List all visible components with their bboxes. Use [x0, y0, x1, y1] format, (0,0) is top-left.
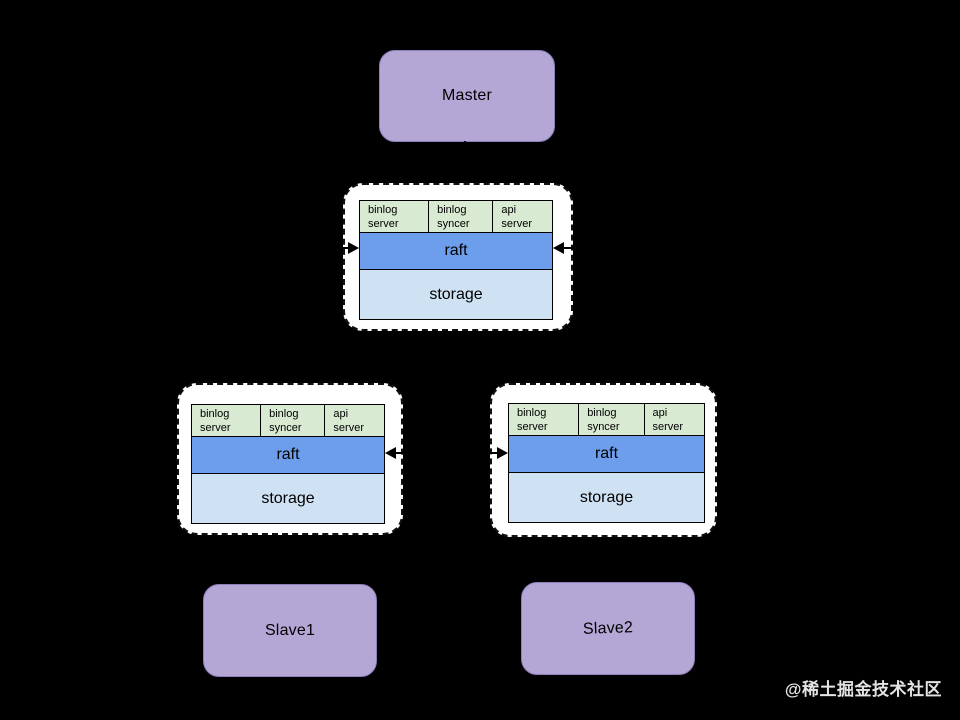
slave2-node-stack: binlog server binlog syncer api server r…: [508, 403, 705, 523]
master-node-stack: binlog server binlog syncer api server r…: [359, 200, 553, 320]
master-box: Master: [379, 50, 555, 142]
arrow-into-slave1-node-shaft: [396, 452, 412, 454]
slave1-box: Slave1: [203, 584, 377, 677]
arrow-left-icon: [385, 447, 396, 459]
arrow-into-master-node-right-shaft: [564, 247, 586, 249]
service-row: binlog server binlog syncer api server: [192, 405, 384, 437]
storage-row: storage: [360, 270, 552, 319]
slave1-node-stack: binlog server binlog syncer api server r…: [191, 404, 385, 524]
raft-row: raft: [509, 436, 704, 473]
storage-row: storage: [192, 474, 384, 523]
slave2-label: Slave2: [582, 618, 634, 638]
api-server-cell: api server: [501, 204, 532, 230]
raft-row: raft: [192, 437, 384, 474]
binlog-syncer-cell: binlog syncer: [429, 201, 494, 232]
storage-row: storage: [509, 473, 704, 522]
binlog-syncer-cell: binlog syncer: [261, 405, 326, 436]
raft-row: raft: [360, 233, 552, 270]
binlog-server-cell: binlog server: [360, 201, 430, 232]
service-row: binlog server binlog syncer api server: [509, 404, 704, 436]
slave1-label: Slave1: [264, 621, 316, 639]
binlog-server-cell: binlog server: [192, 405, 262, 436]
arrow-left-icon: [553, 242, 564, 254]
service-row: binlog server binlog syncer api server: [360, 201, 552, 233]
slave2-box: Slave2: [521, 582, 695, 675]
api-server-cell: api server: [333, 408, 364, 434]
arrow-right-icon: [497, 447, 508, 459]
arrow-master-to-node-shaft: [464, 141, 466, 191]
arrow-right-icon: [348, 242, 359, 254]
binlog-server-cell: binlog server: [509, 404, 580, 435]
arrow-into-master-node-left-shaft: [333, 247, 349, 249]
arrow-into-slave2-node-shaft: [481, 452, 497, 454]
master-label: Master: [441, 87, 493, 104]
api-server-cell: api server: [652, 407, 684, 433]
watermark-text: @稀土掘金技术社区: [784, 680, 942, 699]
binlog-syncer-cell: binlog syncer: [579, 404, 645, 435]
